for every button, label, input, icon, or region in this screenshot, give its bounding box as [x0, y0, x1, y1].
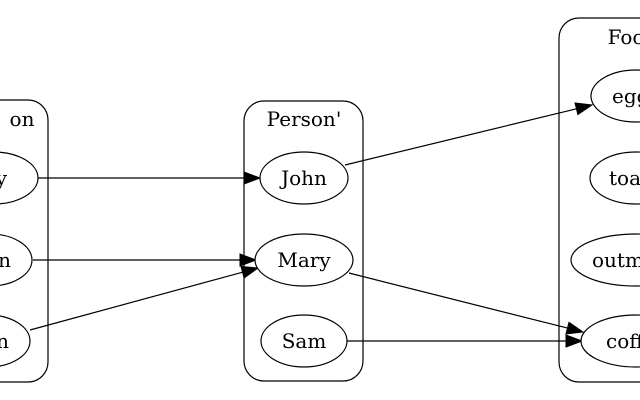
node-sam: Sam — [260, 314, 348, 368]
node-oatmeal: outm — [570, 233, 640, 287]
edge-line — [29, 271, 243, 331]
arrowhead — [239, 253, 258, 267]
node-toast-label: toa — [609, 166, 640, 190]
node-left-2-label: n — [0, 248, 11, 272]
node-mary: Mary — [254, 233, 354, 287]
arrowhead — [565, 334, 584, 348]
node-eggs-label: egg — [612, 84, 640, 108]
edges — [29, 102, 594, 348]
node-sam-label: Sam — [282, 329, 327, 353]
node-coffee-label: coff — [606, 329, 640, 353]
node-toast: toa — [589, 151, 640, 205]
node-john-label: John — [279, 166, 327, 190]
edge-left_3-to-mary — [29, 265, 260, 331]
node-left-3-label: n — [0, 329, 9, 353]
cluster-person-prime-label: Person' — [267, 107, 342, 131]
arrowhead — [565, 321, 585, 335]
arrowhead — [574, 102, 594, 116]
edge-mary-to-coffee — [348, 272, 585, 335]
node-left-3: n — [0, 315, 31, 367]
edge-sam-to-coffee — [347, 334, 584, 348]
edge-john-to-eggs — [344, 102, 594, 166]
edge-line — [348, 272, 568, 329]
edge-left_2-to-mary — [33, 253, 258, 267]
cluster-food-label: Foo — [608, 25, 640, 49]
node-coffee: coff — [580, 314, 640, 368]
node-left-1: ry — [0, 151, 39, 205]
arrowhead — [240, 265, 260, 279]
edge-left_1-to-john — [37, 171, 262, 185]
node-eggs: egg — [590, 69, 640, 123]
node-left-2: n — [0, 234, 33, 286]
cluster-left-label: on — [10, 107, 35, 131]
arrowhead — [243, 171, 262, 185]
node-left-1-label: ry — [0, 166, 8, 190]
node-mary-label: Mary — [277, 248, 331, 272]
edge-line — [344, 108, 577, 166]
node-john: John — [259, 151, 349, 205]
node-oatmeal-label: outm — [592, 248, 640, 272]
